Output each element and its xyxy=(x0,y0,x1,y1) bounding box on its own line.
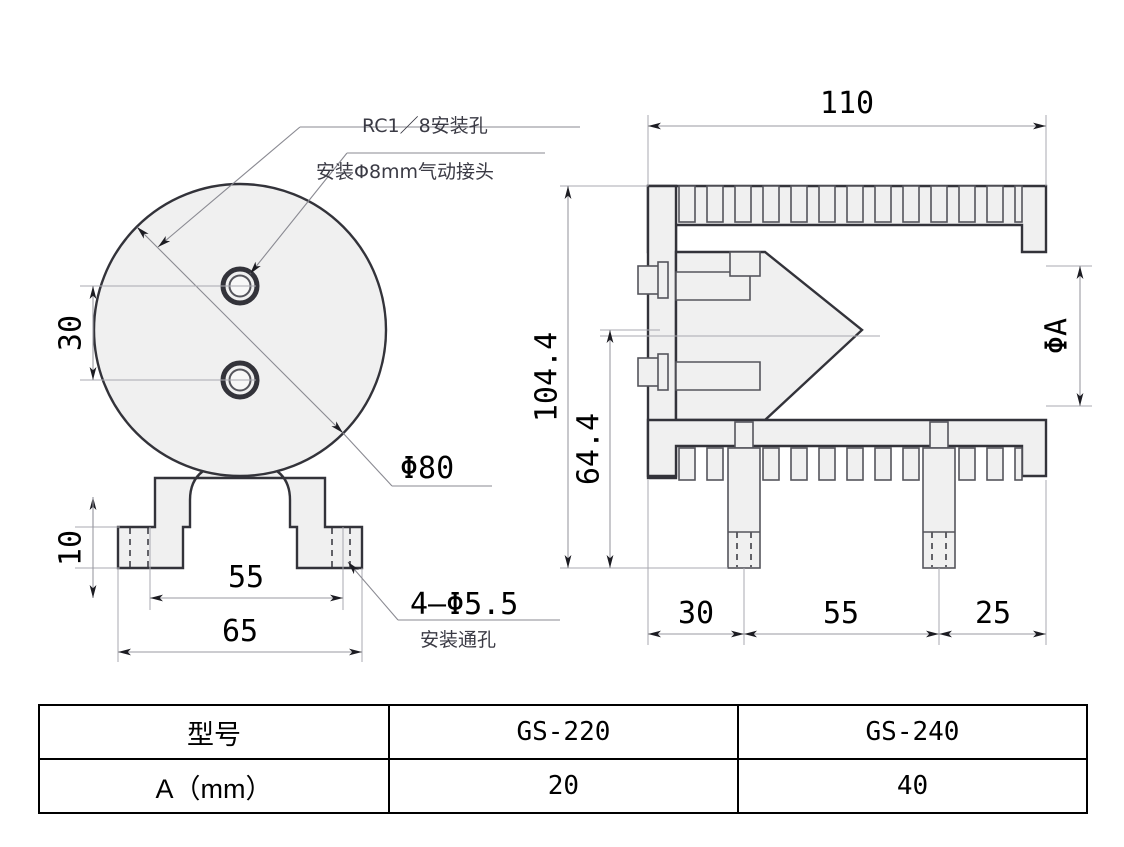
dim-55-text: 55 xyxy=(228,560,264,595)
table-cell-a-gs220: 20 xyxy=(387,758,739,814)
fitting-note-leader xyxy=(157,126,301,248)
diameter-leader-ext xyxy=(342,432,393,487)
specification-table-container: 型号 GS-220 GS-240 A（mm） 20 40 xyxy=(38,704,1089,814)
dim-10-text: 10 xyxy=(54,530,89,566)
table-cell-a-gs240: 40 xyxy=(736,758,1089,814)
side-port-fitting-lower xyxy=(637,353,669,391)
dim-64-text: 64.4 xyxy=(572,413,607,485)
dim-phiA-text: ΦA xyxy=(1040,318,1075,354)
rc-port-note-text: RC1／8安装孔 xyxy=(362,115,488,137)
front-view-bracket xyxy=(116,460,364,570)
side-mounting-bolt-2 xyxy=(922,421,956,569)
side-mounting-bolt-1 xyxy=(727,421,761,569)
dim-65-text: 65 xyxy=(222,614,258,649)
specification-table: 型号 GS-220 GS-240 A（mm） 20 40 xyxy=(38,704,1089,814)
side-upper-fins xyxy=(678,185,1023,223)
dim-30b-text: 30 xyxy=(678,596,714,631)
through-hole-leader xyxy=(347,561,399,621)
side-air-channel-upper xyxy=(675,271,751,301)
front-view-group: 30 Φ80 RC1／8安装孔 安装Φ8mm气动接头 10 55 xyxy=(54,115,580,662)
fitting-note-text: 安装Φ8mm气动接头 xyxy=(316,161,494,183)
dim-30-text: 30 xyxy=(54,315,89,351)
dim-phi80-text: Φ80 xyxy=(400,451,454,486)
dim-110-text: 110 xyxy=(820,86,874,121)
table-row-header: 型号 GS-220 GS-240 xyxy=(38,704,1089,760)
table-row: A（mm） 20 40 xyxy=(38,758,1089,814)
side-view-group: 110 104.4 64.4 ΦA 30 55 2 xyxy=(530,86,1092,645)
table-cell-model-label: 型号 xyxy=(38,704,390,760)
rc-note-leader xyxy=(249,152,348,275)
table-cell-model-gs220: GS-220 xyxy=(387,704,739,760)
through-hole-note-main-text: 4—Φ5.5 xyxy=(410,587,518,622)
side-port-fitting-upper xyxy=(637,261,669,299)
diameter-leader-line xyxy=(136,226,344,434)
dim-25b-text: 25 xyxy=(975,596,1011,631)
table-cell-a-label: A（mm） xyxy=(38,758,390,814)
table-cell-model-gs240: GS-240 xyxy=(736,704,1089,760)
dim-55b-text: 55 xyxy=(823,596,859,631)
through-hole-note-sub-text: 安装通孔 xyxy=(420,629,496,651)
side-air-channel-lower xyxy=(675,361,761,391)
dim-104-text: 104.4 xyxy=(530,332,565,422)
side-riser-block xyxy=(729,251,761,277)
side-lower-fins xyxy=(678,447,1023,481)
